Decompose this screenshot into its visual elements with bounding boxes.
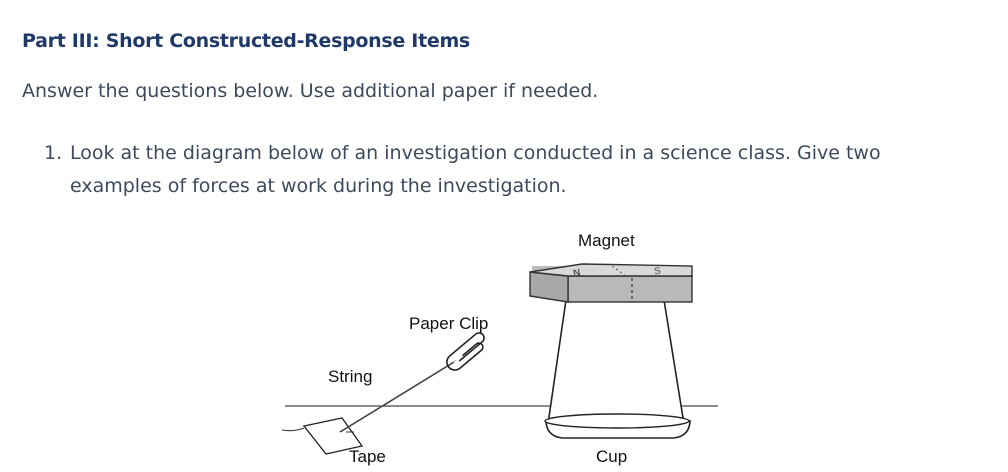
label-cup: Cup — [596, 447, 627, 466]
paper-clip-shape — [446, 332, 485, 371]
magnet-pole-north: N — [572, 267, 581, 279]
question-1: 1. Look at the diagram below of an invest… — [44, 137, 974, 203]
section-title: Part III: Short Constructed-Response Ite… — [22, 30, 470, 52]
string-line — [339, 361, 455, 433]
label-string: String — [328, 367, 372, 386]
magnet-pole-south: S — [653, 266, 662, 278]
instructions-text: Answer the questions below. Use addition… — [22, 80, 599, 102]
question-text-line-2: examples of forces at work during the in… — [70, 175, 567, 197]
magnet-shape: N S — [529, 263, 693, 303]
question-number: 1. — [44, 142, 63, 164]
label-magnet: Magnet — [578, 231, 635, 250]
question-text-line-1: Look at the diagram below of an investig… — [70, 142, 881, 164]
label-tape: Tape — [349, 447, 386, 466]
label-paper-clip: Paper Clip — [409, 314, 488, 333]
cup-shape — [544, 296, 691, 439]
